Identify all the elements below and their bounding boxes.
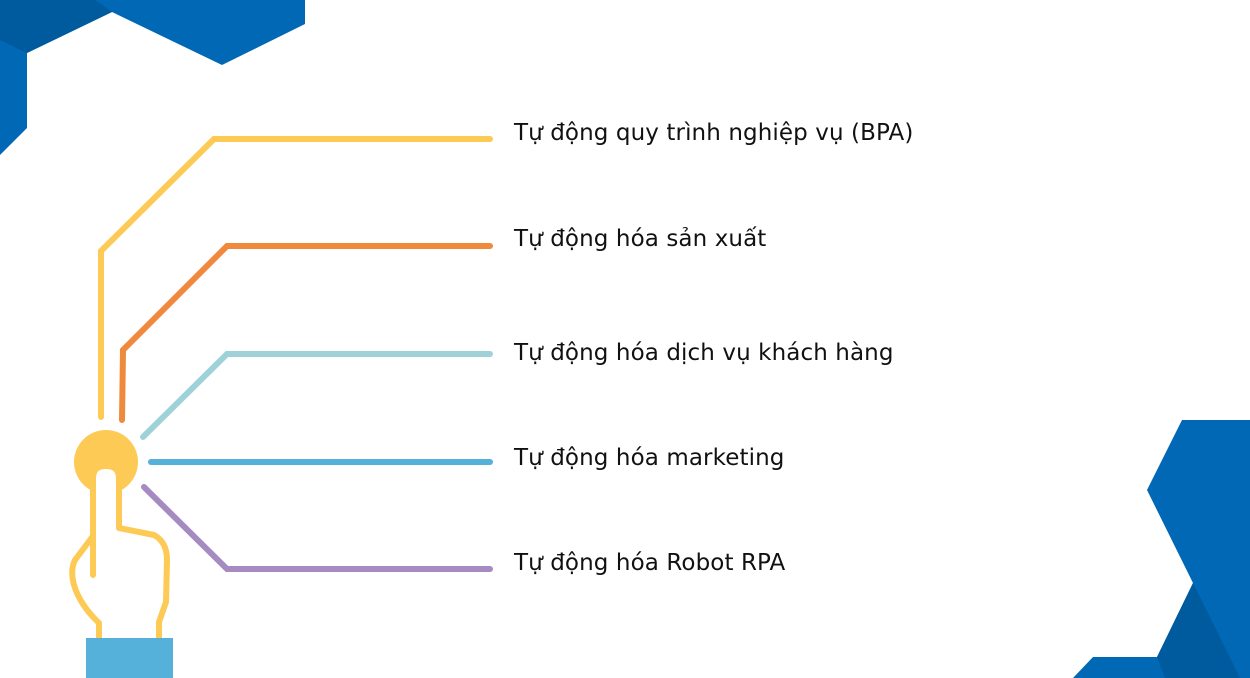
connector-line-bpa [98, 136, 493, 420]
connector-line-manufacturing [119, 243, 493, 423]
pointing-hand-touch-icon [69, 430, 173, 678]
item-label-customer-service: Tự động hóa dịch vụ khách hàng [514, 340, 894, 366]
item-label-bpa: Tự động quy trình nghiệp vụ (BPA) [514, 120, 914, 146]
item-label-marketing: Tự động hóa marketing [514, 445, 785, 471]
decor-bottom-right-shape [1073, 420, 1250, 678]
item-label-rpa: Tự động hóa Robot RPA [514, 550, 786, 576]
connector-line-rpa [141, 484, 493, 572]
item-label-manufacturing: Tự động hóa sản xuất [514, 226, 767, 252]
decor-top-left-shape [0, 0, 305, 155]
connector-line-customer-service [140, 351, 493, 440]
hand-cuff [86, 638, 173, 678]
